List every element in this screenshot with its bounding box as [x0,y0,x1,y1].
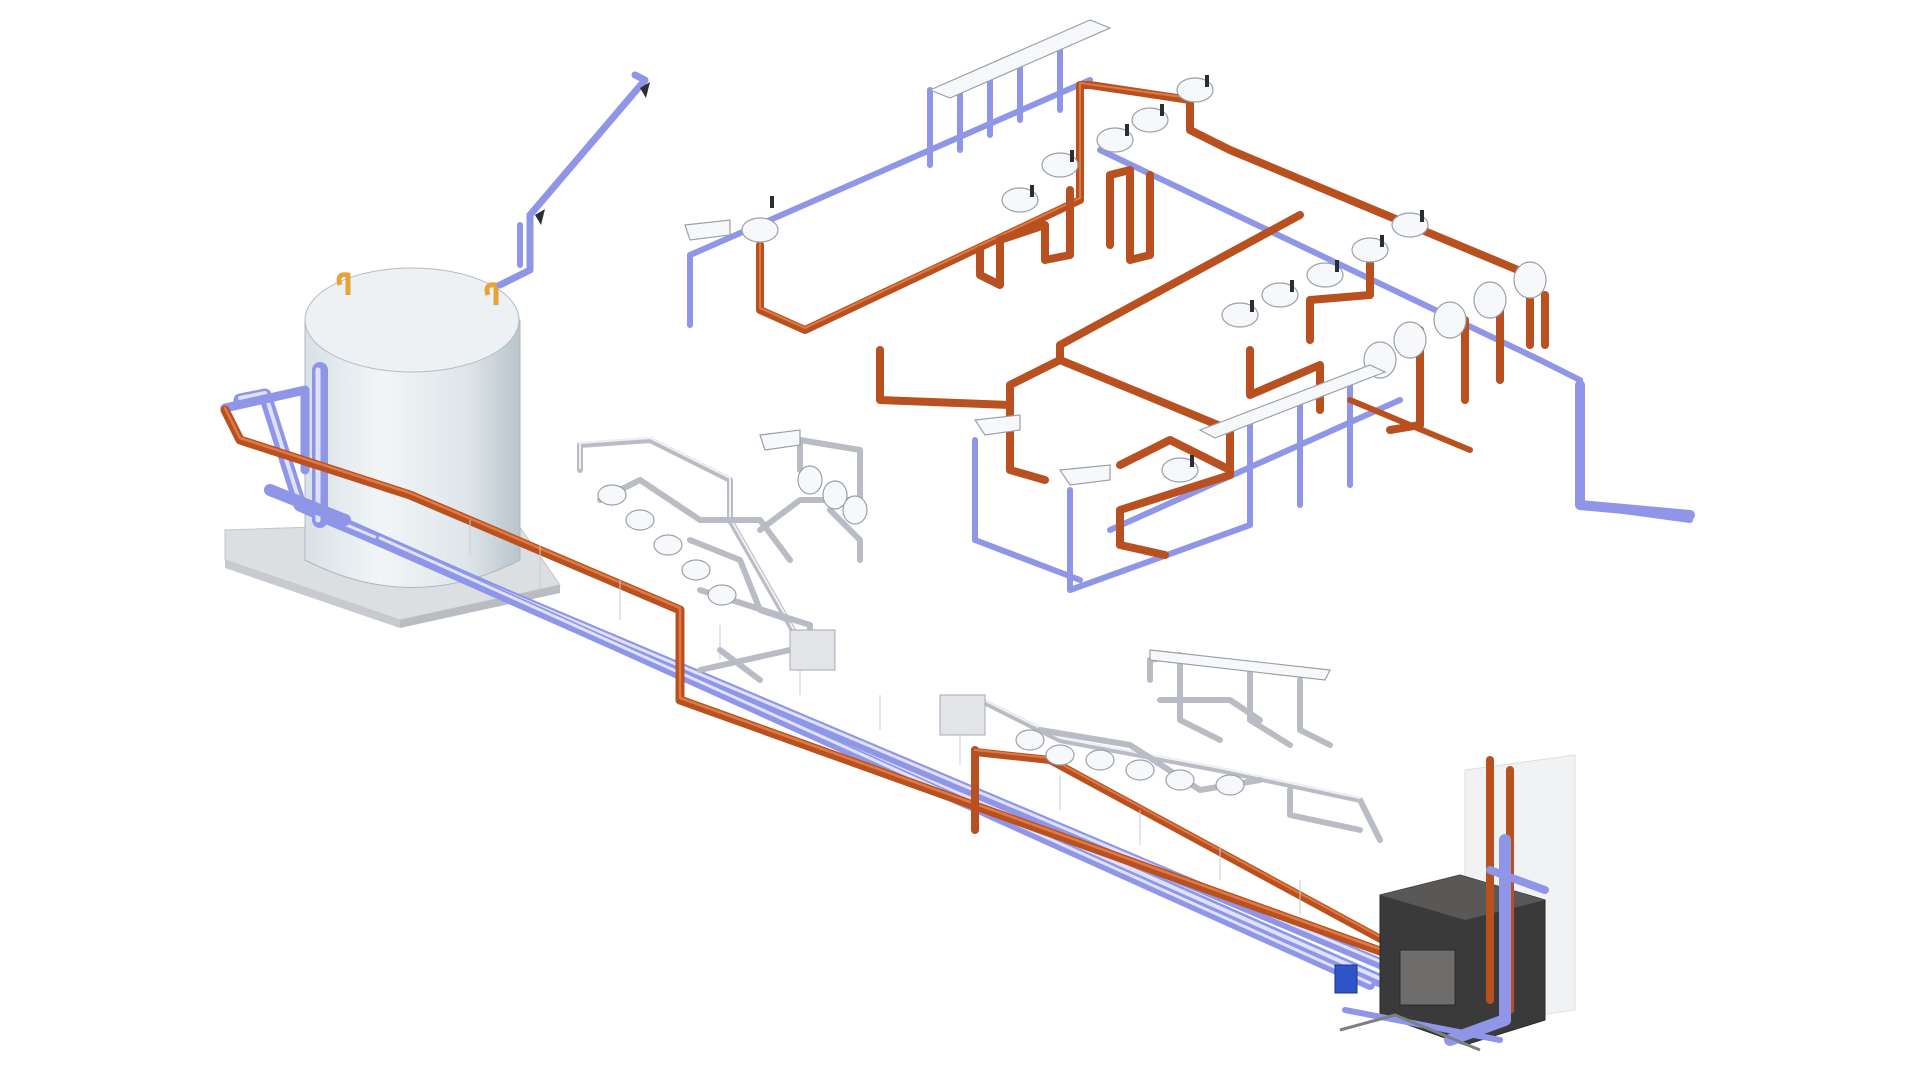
mixing-box [789,629,836,671]
storage-tank [304,267,521,588]
pipe-hangers [469,520,1301,915]
tank-vent-icon [484,282,499,305]
washroom-block-mid [577,429,868,683]
washroom-block-lower [939,649,1383,843]
basin-fixtures [684,19,1547,486]
pump-icon [1334,964,1358,994]
plant-room-unit [1334,754,1576,1052]
roof-riser [496,71,650,289]
mixing-box [939,694,986,736]
tank-vent-icon [336,272,351,295]
